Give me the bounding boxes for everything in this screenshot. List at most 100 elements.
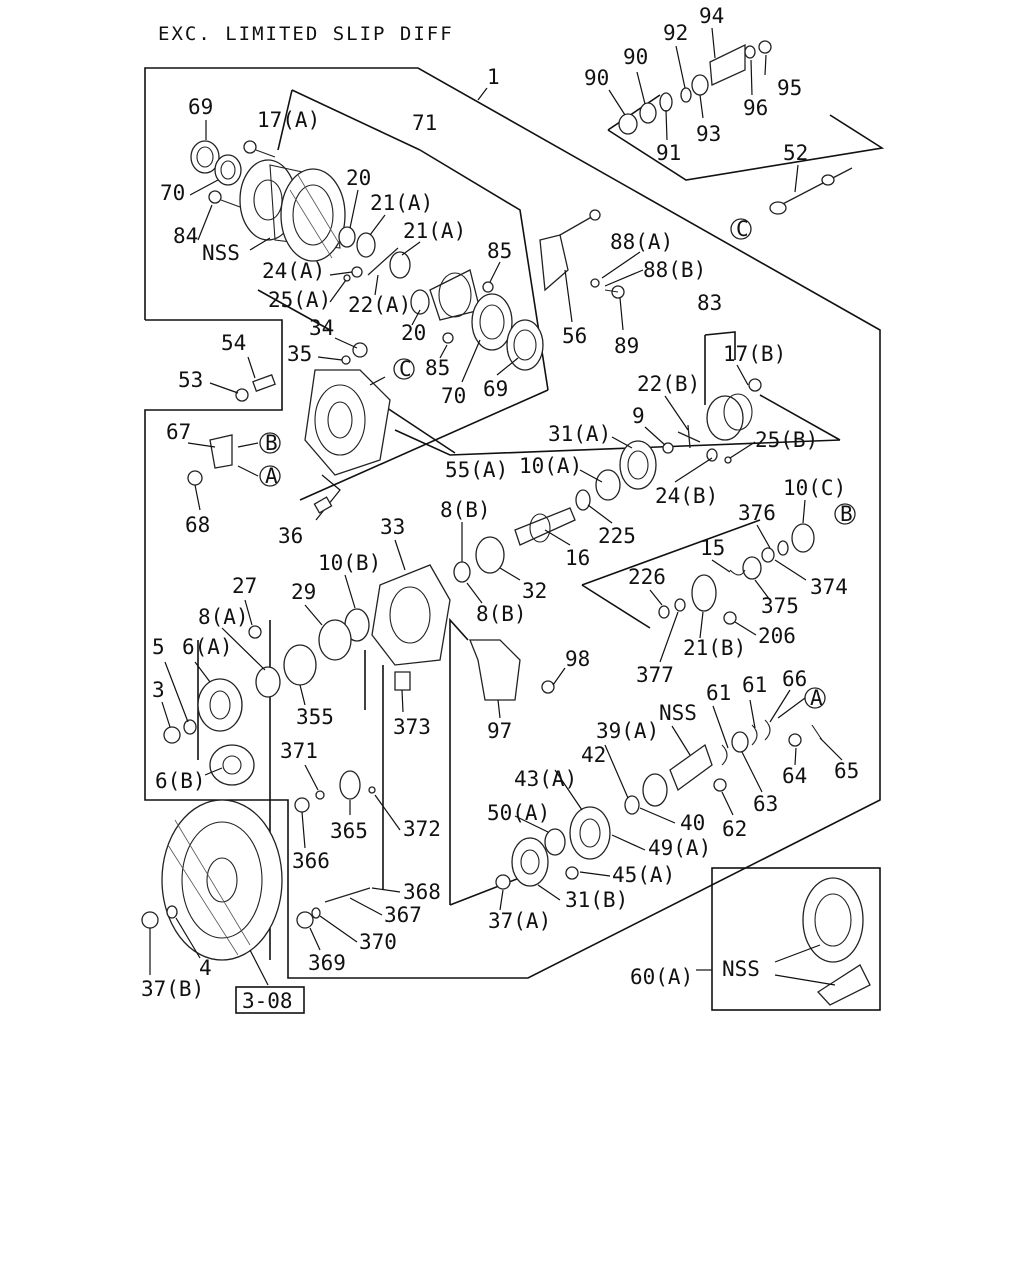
callout-label: 45(A)	[612, 863, 675, 887]
callout-label: 61	[706, 681, 731, 705]
callout-label: 20	[346, 166, 371, 190]
callout-label: 374	[810, 575, 848, 599]
callout-label: 68	[185, 513, 210, 537]
callout-label: 8(A)	[198, 605, 249, 629]
callout-label: 365	[330, 819, 368, 843]
callout-labels: 1 69 17(A) 71 70 84 NSS 20 21(A) 21(A) 8…	[141, 4, 859, 1001]
callout-label: 4	[199, 956, 212, 980]
callout-label: 60(A)	[630, 965, 693, 989]
callout-label: 24(B)	[655, 484, 718, 508]
bracket-97-part	[469, 639, 521, 701]
parts	[141, 40, 871, 1006]
callout-label: 94	[699, 4, 724, 28]
side-gear-21a-part	[356, 232, 411, 279]
callout-label: 17(A)	[257, 108, 320, 132]
callout-label: 61	[742, 673, 767, 697]
callout-label: 54	[221, 331, 246, 355]
callout-label: 62	[722, 817, 747, 841]
callout-label: 85	[425, 356, 450, 380]
callout-label: 49(A)	[648, 836, 711, 860]
callout-label: 17(B)	[723, 342, 786, 366]
callout-label: 91	[656, 141, 681, 165]
callout-label: 64	[782, 764, 807, 788]
shaft-16-part	[514, 507, 576, 546]
callout-label: 55(A)	[445, 458, 508, 482]
callout-label: 10(C)	[783, 476, 846, 500]
callout-label: 9	[632, 404, 645, 428]
callout-label: 25(B)	[755, 428, 818, 452]
circle-markers: C C B A B A	[259, 217, 856, 710]
callout-label: 53	[178, 368, 203, 392]
callout-label: 90	[623, 45, 648, 69]
callout-label: 97	[487, 719, 512, 743]
marker-b-right: B	[840, 502, 853, 526]
callout-label: 90	[584, 66, 609, 90]
drive-pinion-part	[642, 743, 713, 807]
reference-box-label: 3-08	[242, 989, 293, 1013]
reference-box-outline	[235, 986, 305, 1014]
callout-label: 31(B)	[565, 888, 628, 912]
callout-label: 84	[173, 224, 198, 248]
callout-label: 20	[401, 321, 426, 345]
callout-label: 366	[292, 849, 330, 873]
callout-label: 93	[696, 122, 721, 146]
callout-label: 35	[287, 342, 312, 366]
callout-label: 21(B)	[683, 636, 746, 660]
callout-label: 42	[581, 743, 606, 767]
gear-31a-part	[619, 440, 657, 490]
marker-a-housing: A	[265, 464, 278, 488]
callout-label: 37(B)	[141, 977, 204, 1001]
callout-label: 25(A)	[268, 288, 331, 312]
marker-c-housing: C	[399, 357, 412, 381]
marker-a-right: A	[810, 686, 823, 710]
callout-label: 15	[700, 536, 725, 560]
callout-label: 98	[565, 647, 590, 671]
callout-label: 5	[152, 635, 165, 659]
callout-label: 34	[309, 316, 334, 340]
transfer-case-part	[371, 564, 451, 666]
callout-label: 377	[636, 663, 674, 687]
callout-label: NSS	[202, 241, 240, 265]
shaft-52-part	[769, 167, 853, 215]
callout-label: 39(A)	[596, 719, 659, 743]
callout-label: 63	[753, 792, 778, 816]
callout-label: 225	[598, 524, 636, 548]
marker-b-housing: B	[265, 431, 278, 455]
callout-label: NSS	[659, 701, 697, 725]
callout-label: 88(A)	[610, 230, 673, 254]
bearing-70-right-part	[471, 293, 544, 371]
callout-label: 65	[834, 759, 859, 783]
callout-label: 69	[188, 95, 213, 119]
bracket-67-part	[209, 434, 233, 469]
callout-label: 368	[403, 880, 441, 904]
callout-label: 226	[628, 565, 666, 589]
assembly-boundaries	[144, 67, 885, 1011]
callout-label: 24(A)	[262, 259, 325, 283]
callout-label: 43(A)	[514, 767, 577, 791]
callout-label: 83	[697, 291, 722, 315]
leader-lines	[149, 27, 843, 986]
callout-label: 88(B)	[643, 258, 706, 282]
callout-label: 56	[562, 324, 587, 348]
callout-label: 32	[522, 579, 547, 603]
bearing-69-part	[190, 140, 242, 186]
callout-label: 71	[412, 111, 437, 135]
callout-label: 206	[758, 624, 796, 648]
callout-label: 95	[777, 76, 802, 100]
callout-label: 70	[160, 181, 185, 205]
ring-pinion-set-part	[802, 877, 871, 1006]
callout-label: 376	[738, 501, 776, 525]
callout-label: 3	[152, 678, 165, 702]
callout-label: 70	[441, 384, 466, 408]
callout-label: 96	[743, 96, 768, 120]
callout-label: 85	[487, 239, 512, 263]
housing-83-part	[706, 393, 753, 441]
flange-6a-part	[197, 678, 243, 732]
callout-label: 92	[663, 21, 688, 45]
callout-label: 27	[232, 574, 257, 598]
callout-label: 52	[783, 141, 808, 165]
callout-label: 69	[483, 377, 508, 401]
gear-31b-part	[511, 837, 549, 887]
callout-label: 29	[291, 580, 316, 604]
